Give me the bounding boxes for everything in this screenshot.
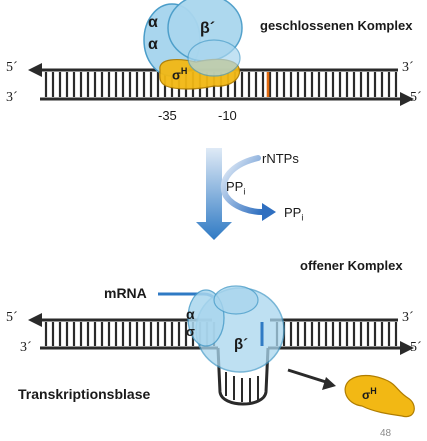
bottom-lower-strand-arrowhead xyxy=(400,341,414,355)
ppi-label-left: PPi xyxy=(226,179,245,197)
reaction-arrows xyxy=(196,148,276,240)
closed-complex-title: geschlossenen Komplex xyxy=(260,18,413,33)
position-minus-35: -35 xyxy=(158,108,177,123)
free-sigma-superscript: H xyxy=(370,386,377,396)
rntp-curve-arrowhead xyxy=(262,203,276,221)
bottom-strand-3-prime-right: 3´ xyxy=(402,310,414,325)
rntp-curve-arrow xyxy=(220,155,265,215)
top-strand-5-prime-right: 5´ xyxy=(410,90,422,105)
page-number: 48 xyxy=(380,428,392,439)
top-strand-5-prime-left: 5´ xyxy=(6,60,18,75)
bottom-strand-5-prime-left: 5´ xyxy=(6,310,18,325)
position-minus-10: -10 xyxy=(218,108,237,123)
transcription-bubble-label: Transkriptionsblase xyxy=(18,386,151,402)
top-upper-strand-arrowhead xyxy=(28,63,42,77)
free-sigma-factor xyxy=(344,374,415,418)
free-sigma-symbol: σ xyxy=(362,388,371,402)
sigma-symbol: σ xyxy=(172,67,181,83)
bottom-strand-5-prime-right: 5´ xyxy=(410,340,422,355)
top-lower-strand-arrowhead xyxy=(400,92,414,106)
open-complex-title: offener Komplex xyxy=(300,258,403,273)
sigma-release-arrowhead xyxy=(322,377,336,390)
mrna-label: mRNA xyxy=(104,285,147,301)
bottom-upper-strand-arrowhead xyxy=(28,313,42,327)
open-complex xyxy=(28,285,415,418)
bottom-strand-3-prime-left: 3´ xyxy=(20,340,32,355)
open-sigma-label: σ xyxy=(186,324,195,339)
open-alpha-label: α xyxy=(186,306,195,322)
top-strand-3-prime-right: 3´ xyxy=(402,60,414,75)
bubble-rungs xyxy=(225,372,259,402)
transition-arrow xyxy=(196,148,232,240)
ppi-right-subscript: i xyxy=(301,212,304,223)
sigma-release-arrow xyxy=(287,368,327,384)
ppi-left-subscript: i xyxy=(243,186,246,197)
sigma-superscript: H xyxy=(180,66,188,76)
open-beta-prime-label: β´ xyxy=(234,336,249,353)
free-sigma-label: σH xyxy=(362,386,377,402)
transcription-bubble-loop xyxy=(216,347,270,406)
ppi-right-text: PP xyxy=(284,205,302,220)
open-polymerase-hat xyxy=(213,285,259,315)
sigma-label: σH xyxy=(172,66,187,82)
top-strand-3-prime-left: 3´ xyxy=(6,90,18,105)
alpha-label-2: α xyxy=(148,36,158,53)
rntps-label: rNTPs xyxy=(262,151,299,166)
beta-prime-label: β´ xyxy=(200,20,216,37)
polymerase-lower-body xyxy=(187,39,241,77)
alpha-label-1: α xyxy=(148,14,158,31)
ppi-left-text: PP xyxy=(226,179,244,194)
ppi-label-right: PPi xyxy=(284,205,303,223)
closed-complex xyxy=(28,0,414,106)
